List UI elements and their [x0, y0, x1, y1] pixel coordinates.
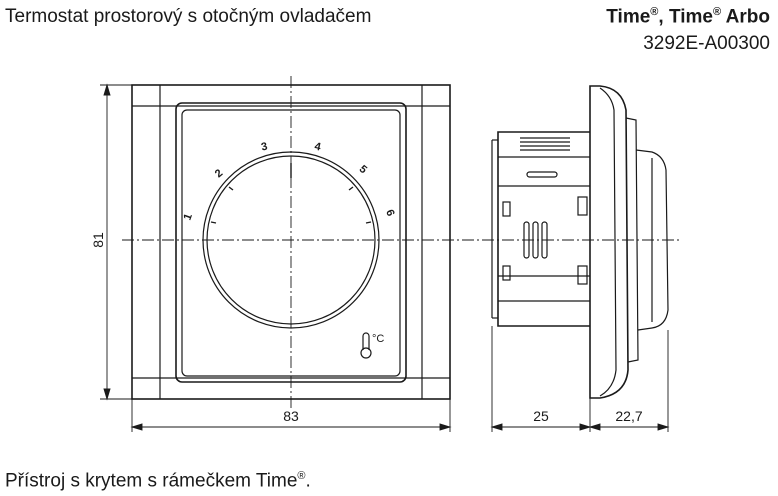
brand-arbo: Arbo	[721, 6, 770, 28]
dial-mark-2: 2	[213, 167, 225, 180]
brand-time-2: Time	[668, 6, 713, 28]
temp-symbol: °C	[372, 333, 384, 345]
center-lines	[122, 76, 682, 408]
front-cap	[589, 85, 629, 399]
caption-suffix: .	[305, 470, 311, 492]
figure-caption: Přístroj s krytem s rámečkem Time®.	[5, 470, 311, 492]
thermometer-icon	[360, 332, 372, 359]
caption-registered-mark: ®	[297, 470, 306, 482]
caption-text: Přístroj s krytem s rámečkem Time	[5, 470, 298, 492]
dial-mark-3: 3	[260, 141, 268, 154]
dial-mark-4: 4	[313, 141, 322, 154]
brand-separator: ,	[658, 6, 669, 28]
brand-time: Time	[606, 6, 651, 28]
page-title: Termostat prostorový s otočným ovladačem	[5, 6, 372, 27]
dial-mark-6: 6	[383, 208, 396, 218]
device-body	[497, 131, 590, 327]
dim-width-label: 83	[283, 408, 299, 424]
dial-mark-1: 1	[181, 212, 194, 222]
brand-label: Time®, Time® Arbo	[606, 6, 770, 28]
dial-mark-5: 5	[357, 163, 369, 176]
registered-mark-2: ®	[712, 6, 722, 18]
product-code: 3292E-A00300	[643, 33, 770, 54]
dimension-lines	[100, 83, 670, 432]
dim-height-label: 81	[90, 232, 106, 248]
dim-depth-body-label: 25	[533, 408, 549, 424]
vent-slots	[520, 137, 570, 259]
dim-depth-front-label: 22,7	[615, 408, 642, 424]
side-view	[491, 85, 669, 399]
dial-marks: 1 2 3 4 5 6	[181, 141, 396, 222]
registered-mark: ®	[650, 6, 659, 18]
